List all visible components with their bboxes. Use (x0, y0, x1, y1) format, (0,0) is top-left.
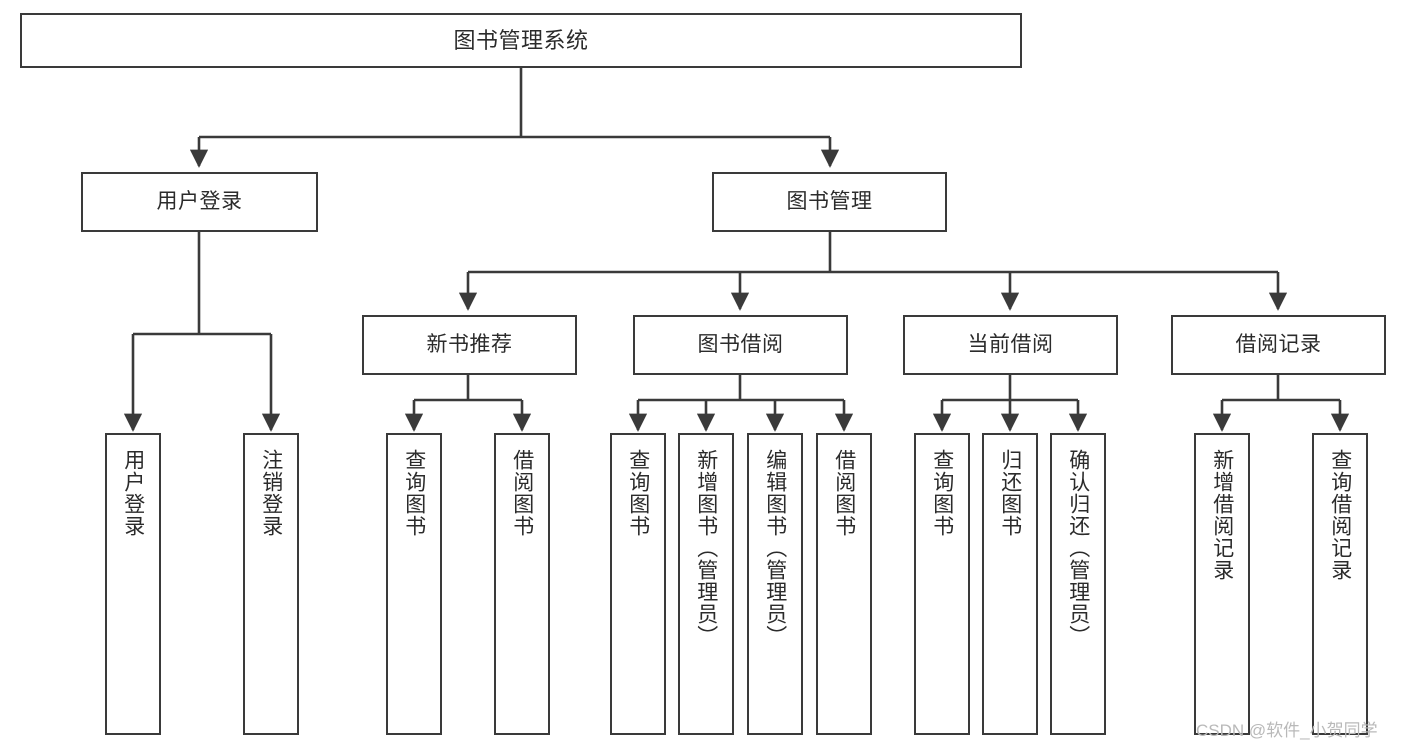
node-current-borrow[interactable]: 当前借阅 (903, 315, 1118, 375)
node-user-login[interactable]: 用户登录 (81, 172, 318, 232)
leaf-query-book-current[interactable]: 查询图书 (914, 433, 970, 735)
leaf-borrow-book-label: 借阅图书 (832, 449, 856, 537)
leaf-return-book-label: 归还图书 (998, 449, 1022, 537)
node-book-management-label: 图书管理 (786, 189, 873, 213)
node-book-borrow[interactable]: 图书借阅 (633, 315, 848, 375)
leaf-user-login-label: 用户登录 (121, 449, 145, 537)
node-root[interactable]: 图书管理系统 (20, 13, 1022, 68)
leaf-add-book-admin-label: 新增图书（管理员） (694, 449, 718, 647)
leaf-query-book-current-label: 查询图书 (930, 449, 954, 537)
leaf-user-login[interactable]: 用户登录 (105, 433, 161, 735)
leaf-add-borrow-record[interactable]: 新增借阅记录 (1194, 433, 1250, 735)
leaf-borrow-book-recommend-label: 借阅图书 (510, 449, 534, 537)
leaf-confirm-return-admin-label: 确认归还（管理员） (1066, 449, 1090, 647)
node-book-management[interactable]: 图书管理 (712, 172, 947, 232)
leaf-borrow-book[interactable]: 借阅图书 (816, 433, 872, 735)
node-borrow-records[interactable]: 借阅记录 (1171, 315, 1386, 375)
leaf-edit-book-admin[interactable]: 编辑图书（管理员） (747, 433, 803, 735)
node-new-book-recommend-label: 新书推荐 (426, 332, 513, 356)
leaf-query-book-borrow[interactable]: 查询图书 (610, 433, 666, 735)
leaf-query-book-borrow-label: 查询图书 (626, 449, 650, 537)
leaf-borrow-book-recommend[interactable]: 借阅图书 (494, 433, 550, 735)
node-new-book-recommend[interactable]: 新书推荐 (362, 315, 577, 375)
leaf-query-borrow-record[interactable]: 查询借阅记录 (1312, 433, 1368, 735)
watermark: CSDN @软件_小贺同学 (1196, 721, 1378, 740)
node-current-borrow-label: 当前借阅 (967, 332, 1054, 356)
leaf-query-book-recommend[interactable]: 查询图书 (386, 433, 442, 735)
leaf-return-book[interactable]: 归还图书 (982, 433, 1038, 735)
leaf-edit-book-admin-label: 编辑图书（管理员） (763, 449, 787, 647)
node-root-label: 图书管理系统 (453, 27, 589, 53)
leaf-logout-label: 注销登录 (259, 449, 283, 537)
leaf-confirm-return-admin[interactable]: 确认归还（管理员） (1050, 433, 1106, 735)
node-borrow-records-label: 借阅记录 (1235, 332, 1322, 356)
node-book-borrow-label: 图书借阅 (697, 332, 784, 356)
leaf-add-book-admin[interactable]: 新增图书（管理员） (678, 433, 734, 735)
leaf-query-book-recommend-label: 查询图书 (402, 449, 426, 537)
leaf-add-borrow-record-label: 新增借阅记录 (1210, 449, 1234, 581)
node-user-login-label: 用户登录 (156, 189, 243, 213)
leaf-query-borrow-record-label: 查询借阅记录 (1328, 449, 1352, 581)
leaf-logout[interactable]: 注销登录 (243, 433, 299, 735)
